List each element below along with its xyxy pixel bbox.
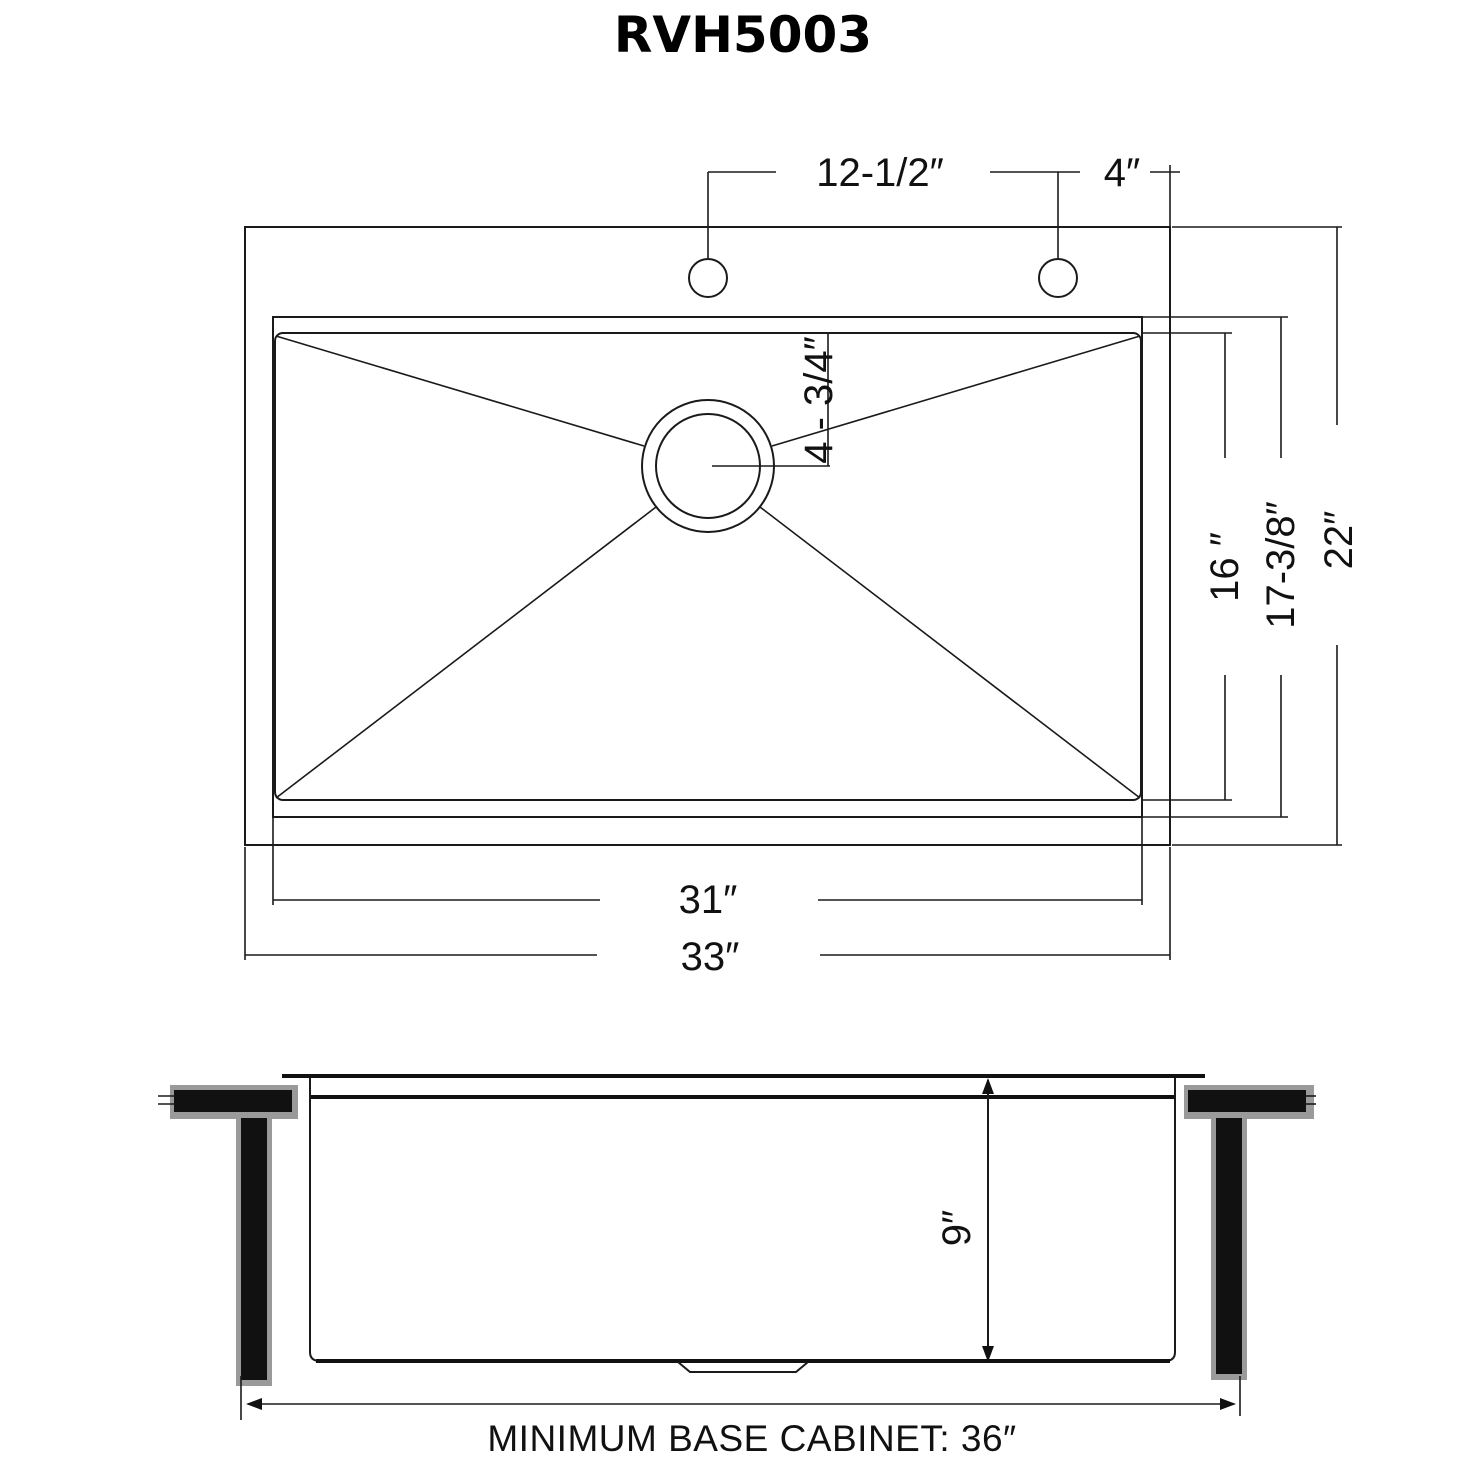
cabinet-wall-left [241, 1118, 267, 1380]
depth-arrow-top [982, 1078, 994, 1094]
faucet-offset-label: 4″ [1104, 151, 1140, 195]
sink-bowl [274, 332, 1142, 801]
sink-outer-rim [244, 226, 1171, 846]
faucet-hole-right [1038, 258, 1078, 298]
model-title: RVH5003 [614, 6, 872, 64]
faucet-spacing-label: 12-1/2″ [816, 151, 944, 195]
cabinet-wall-right [1216, 1118, 1242, 1374]
countertop-left [174, 1090, 292, 1112]
slope-line-top-left [275, 335, 645, 447]
bowl-length-label: 16 ″ [1203, 532, 1247, 602]
drain-offset-label: 4 - 3/4″ [797, 336, 841, 464]
drain-outlet [677, 1361, 809, 1373]
sink-bowl-side-profile [309, 1097, 1176, 1362]
slope-line-bottom-right [759, 506, 1141, 799]
inner-width-label: 31″ [679, 878, 738, 922]
depth-label: 9″ [935, 1210, 979, 1246]
depth-arrow-bottom [982, 1346, 994, 1362]
cabinet-dim-arrow-left [246, 1398, 262, 1410]
faucet-hole-left [688, 258, 728, 298]
sink-inner-rim [272, 316, 1143, 818]
overall-length-label: 22″ [1317, 511, 1361, 570]
slope-line-bottom-left [275, 506, 657, 799]
minimum-base-cabinet-label: MINIMUM BASE CABINET: 36″ [487, 1418, 1016, 1459]
side-view: 9″ MINIMUM BASE CABINET: 36″ [158, 1074, 1316, 1459]
top-view: 4 - 3/4″ 12-1/2″ 4″ 16 ″ 17-3/8″ 22″ [244, 151, 1361, 979]
inner-length-label: 17-3/8″ [1259, 501, 1303, 629]
overall-width-label: 33″ [681, 935, 740, 979]
cabinet-dim-arrow-right [1220, 1398, 1236, 1410]
slope-line-top-right [771, 335, 1141, 447]
countertop-right [1188, 1090, 1306, 1112]
